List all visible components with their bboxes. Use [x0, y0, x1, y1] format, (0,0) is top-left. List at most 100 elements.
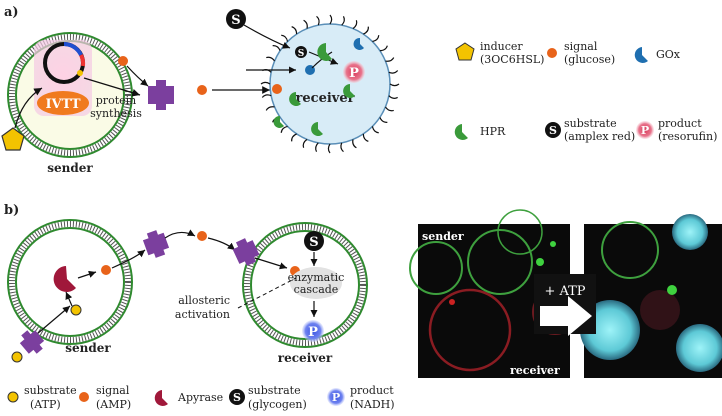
membrane-channel-a — [148, 80, 174, 110]
legend-b: substrate (ATP) signal (AMP) Apyrase S s… — [7, 384, 395, 411]
svg-text:signal: signal — [564, 40, 598, 53]
receiver-spike — [280, 125, 288, 133]
atp-label: + ATP — [544, 284, 585, 299]
svg-text:substrate: substrate — [24, 384, 77, 397]
receiver-spike — [388, 70, 399, 74]
protein-synthesis-line2: synthesis — [90, 107, 142, 120]
receiver-spike — [291, 26, 298, 35]
svg-text:P: P — [308, 325, 318, 340]
ivtt-label: IVTT — [45, 97, 80, 112]
svg-text:substrate: substrate — [564, 117, 617, 130]
svg-text:product: product — [658, 117, 702, 130]
svg-text:GOx: GOx — [656, 48, 681, 61]
svg-text:(ATP): (ATP) — [30, 398, 61, 411]
svg-text:S: S — [298, 49, 305, 59]
substrate-s-top-icon — [226, 9, 246, 29]
svg-text:Apyrase: Apyrase — [177, 391, 223, 404]
svg-text:(NADH): (NADH) — [350, 398, 395, 411]
receiver-spike — [341, 16, 345, 26]
receiver-spike — [363, 26, 369, 35]
receiver-spike — [389, 83, 400, 87]
svg-text:P: P — [332, 391, 340, 404]
svg-text:P: P — [641, 124, 649, 137]
svg-text:(glycogen): (glycogen) — [248, 398, 307, 411]
sender-vesicle-a: IVTT — [7, 32, 133, 158]
hpr-enzyme-in-receiver — [317, 43, 332, 61]
inducer-arrow — [14, 87, 43, 129]
svg-text:cascade: cascade — [294, 283, 339, 296]
apyrase-in-sender — [53, 266, 76, 292]
sender-label-b: sender — [65, 341, 111, 355]
svg-text:inducer: inducer — [480, 40, 523, 53]
svg-text:activation: activation — [175, 308, 230, 321]
svg-text:(3OC6HSL): (3OC6HSL) — [480, 53, 544, 66]
receiver-spike — [261, 94, 272, 98]
receiver-spike — [272, 45, 281, 51]
atp-arrow — [534, 274, 596, 336]
signal-dot-icon — [118, 56, 128, 66]
svg-text:signal: signal — [96, 384, 130, 397]
apyrase-icon — [154, 390, 168, 406]
sender-label-a: sender — [47, 161, 93, 175]
receiver-spike — [303, 19, 308, 29]
receiver-spike — [371, 126, 379, 134]
svg-text:(glucose): (glucose) — [564, 53, 615, 66]
product-p-icon — [636, 121, 654, 139]
receiver-spike — [372, 35, 380, 43]
receiver-spike — [385, 57, 395, 62]
hpr-enzyme-icon — [454, 124, 468, 140]
svg-text:S: S — [233, 391, 241, 404]
synthesis-arrow — [83, 77, 141, 97]
receiver-spike — [265, 106, 275, 111]
receiver-spike — [281, 34, 289, 42]
receiver-spike — [291, 133, 297, 142]
receiver-spike — [352, 139, 357, 149]
receiver-spike — [315, 142, 319, 152]
svg-text:S: S — [231, 13, 240, 28]
micrograph-after — [580, 214, 722, 378]
receiver-spike — [362, 133, 369, 142]
product-p-icon-receiver — [343, 61, 365, 83]
panel-a-label: a) — [4, 5, 19, 20]
enzymatic-cascade-blob — [290, 267, 342, 299]
receiver-spike — [340, 142, 344, 153]
substrate-atp-icon — [7, 391, 19, 403]
inducer-pentagon-icon — [1, 127, 25, 151]
receiver-spike — [302, 138, 308, 148]
receiver-spike — [384, 106, 394, 112]
legend-a: inducer (3OC6HSL) signal (glucose) GOx H… — [454, 40, 717, 143]
svg-text:S: S — [549, 124, 557, 137]
membrane-channel-b-sender — [142, 230, 170, 258]
svg-text:S: S — [309, 235, 318, 250]
receiver-spike — [260, 81, 271, 85]
svg-text:HPR: HPR — [480, 125, 506, 138]
receiver-spike — [379, 45, 388, 52]
signal-legend-icon — [547, 48, 557, 58]
substrate-glycogen-icon — [229, 389, 245, 405]
membrane-channel-b-receiver — [232, 238, 260, 266]
receiver-spike — [316, 15, 320, 26]
gox-enzyme-icon — [634, 47, 648, 63]
svg-text:product: product — [350, 384, 394, 397]
receiver-label-a: receiver — [296, 91, 355, 106]
svg-text:substrate: substrate — [248, 384, 301, 397]
svg-text:(AMP): (AMP) — [96, 398, 131, 411]
receiver-spike — [379, 117, 388, 123]
receiver-spike — [388, 95, 398, 99]
product-nadh-in-receiver — [302, 320, 324, 342]
substrate-s-icon — [545, 122, 561, 138]
svg-text:enzymatic: enzymatic — [288, 271, 345, 284]
receiver-spike — [266, 56, 276, 62]
receiver-vesicle-a — [260, 14, 400, 154]
svg-text:(resorufin): (resorufin) — [658, 130, 717, 143]
svg-text:allosteric: allosteric — [178, 294, 230, 307]
panel-b-label: b) — [4, 203, 19, 218]
svg-text:(amplex red): (amplex red) — [564, 130, 635, 143]
micro-sender-label: sender — [422, 230, 464, 243]
receiver-label-b: receiver — [278, 351, 333, 365]
product-nadh-icon — [327, 388, 345, 406]
signal-dot-travel — [197, 85, 207, 95]
receiver-spike — [352, 20, 358, 30]
micro-receiver-label: receiver — [510, 364, 560, 377]
